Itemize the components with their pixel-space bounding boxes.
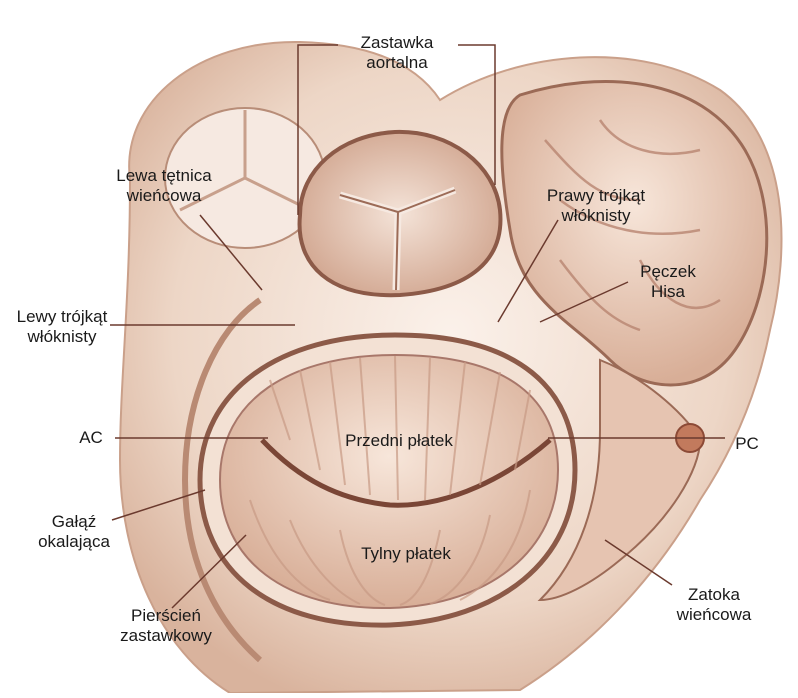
label-bundle-of-his: Pęczek Hisa xyxy=(630,262,706,302)
label-ac: AC xyxy=(74,428,108,448)
label-pc: PC xyxy=(730,434,764,454)
label-valve-annulus: Pierścień zastawkowy xyxy=(106,606,226,646)
label-posterior-leaflet: Tylny płatek xyxy=(350,544,462,564)
label-right-fibrous-trigone: Prawy trójkąt włóknisty xyxy=(533,186,659,226)
label-coronary-sinus: Zatoka wieńcowa xyxy=(664,585,764,625)
label-left-coronary-artery: Lewa tętnica wieńcowa xyxy=(106,166,222,206)
label-anterior-leaflet: Przedni płatek xyxy=(338,431,460,451)
label-circumflex-branch: Gałąź okalająca xyxy=(26,512,122,552)
label-left-fibrous-trigone: Lewy trójkąt włóknisty xyxy=(3,307,121,347)
label-aortic-valve: Zastawka aortalna xyxy=(348,33,446,73)
